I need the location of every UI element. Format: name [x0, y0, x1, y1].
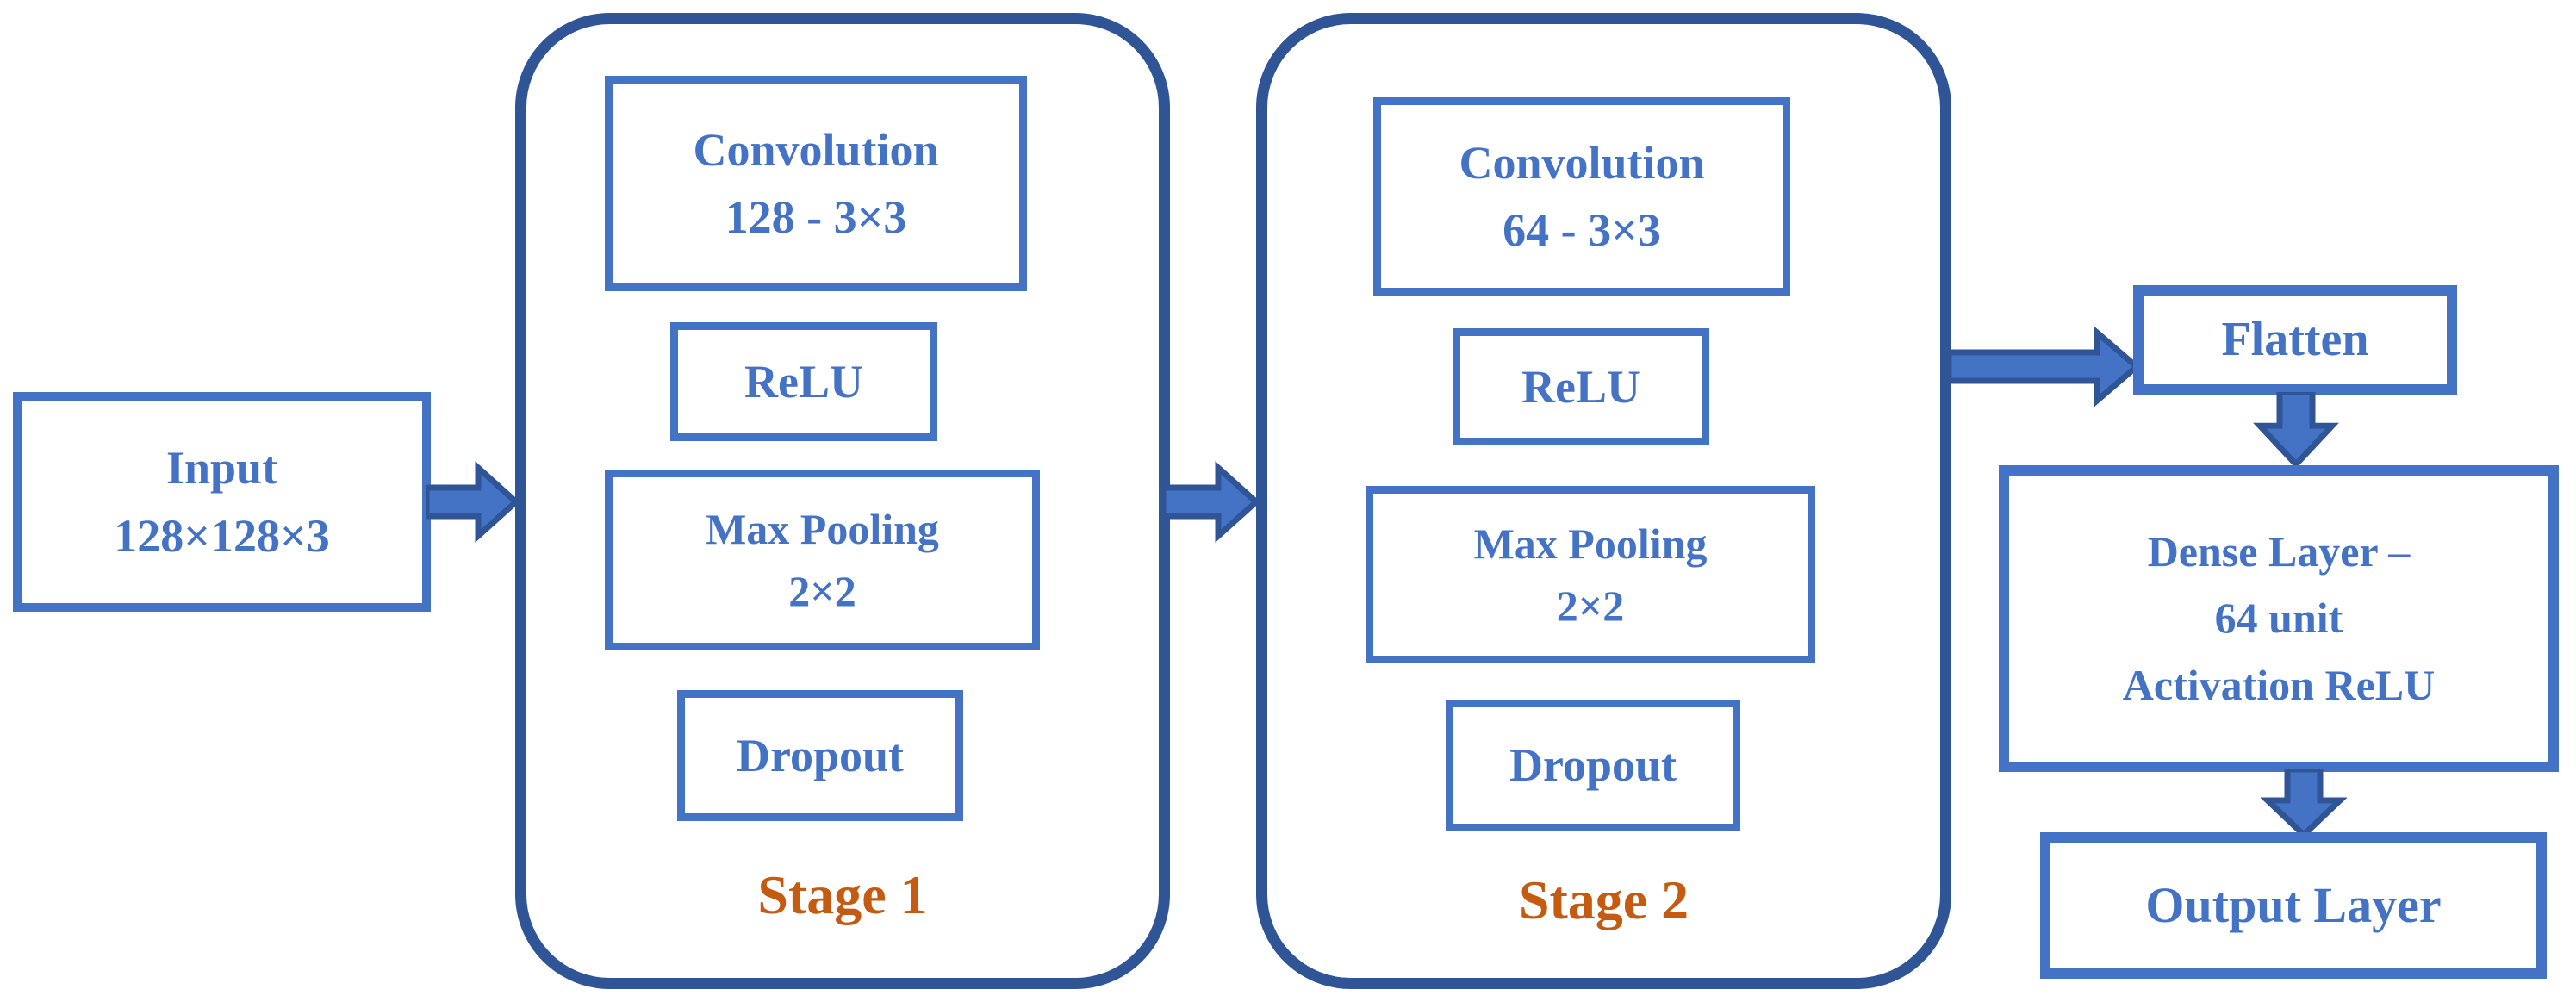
dense-layer-box: Dense Layer – 64 unit Activation ReLU — [1999, 465, 2559, 772]
stage2-dropout-box: Dropout — [1446, 700, 1740, 831]
arrow-flatten-to-dense-icon — [2253, 392, 2339, 468]
stage1-relu-box: ReLU — [670, 322, 937, 441]
stage1-maxpooling-box: Max Pooling 2×2 — [605, 470, 1040, 650]
input-line-2: 128×128×3 — [114, 509, 330, 562]
stage1-convolution-box: Convolution 128 - 3×3 — [605, 76, 1027, 291]
arrow-stage2-to-flatten-icon — [1949, 326, 2140, 408]
output-layer-box: Output Layer — [2040, 832, 2547, 979]
stage2-convolution-box: Convolution 64 - 3×3 — [1373, 97, 1790, 296]
stage2-label: Stage 2 — [1518, 869, 1689, 930]
input-box: Input 128×128×3 — [13, 392, 431, 612]
flatten-box: Flatten — [2133, 285, 2457, 395]
stage2-relu-box: ReLU — [1453, 328, 1709, 445]
arrow-stage1-to-stage2-icon — [1163, 461, 1260, 543]
arrow-input-to-stage1-icon — [426, 461, 520, 543]
stage1-dropout-box: Dropout — [677, 690, 963, 821]
stage1-label: Stage 1 — [757, 864, 928, 925]
arrow-dense-to-output-icon — [2261, 769, 2347, 838]
stage2-maxpooling-box: Max Pooling 2×2 — [1366, 486, 1815, 663]
input-line-1: Input — [165, 442, 278, 495]
